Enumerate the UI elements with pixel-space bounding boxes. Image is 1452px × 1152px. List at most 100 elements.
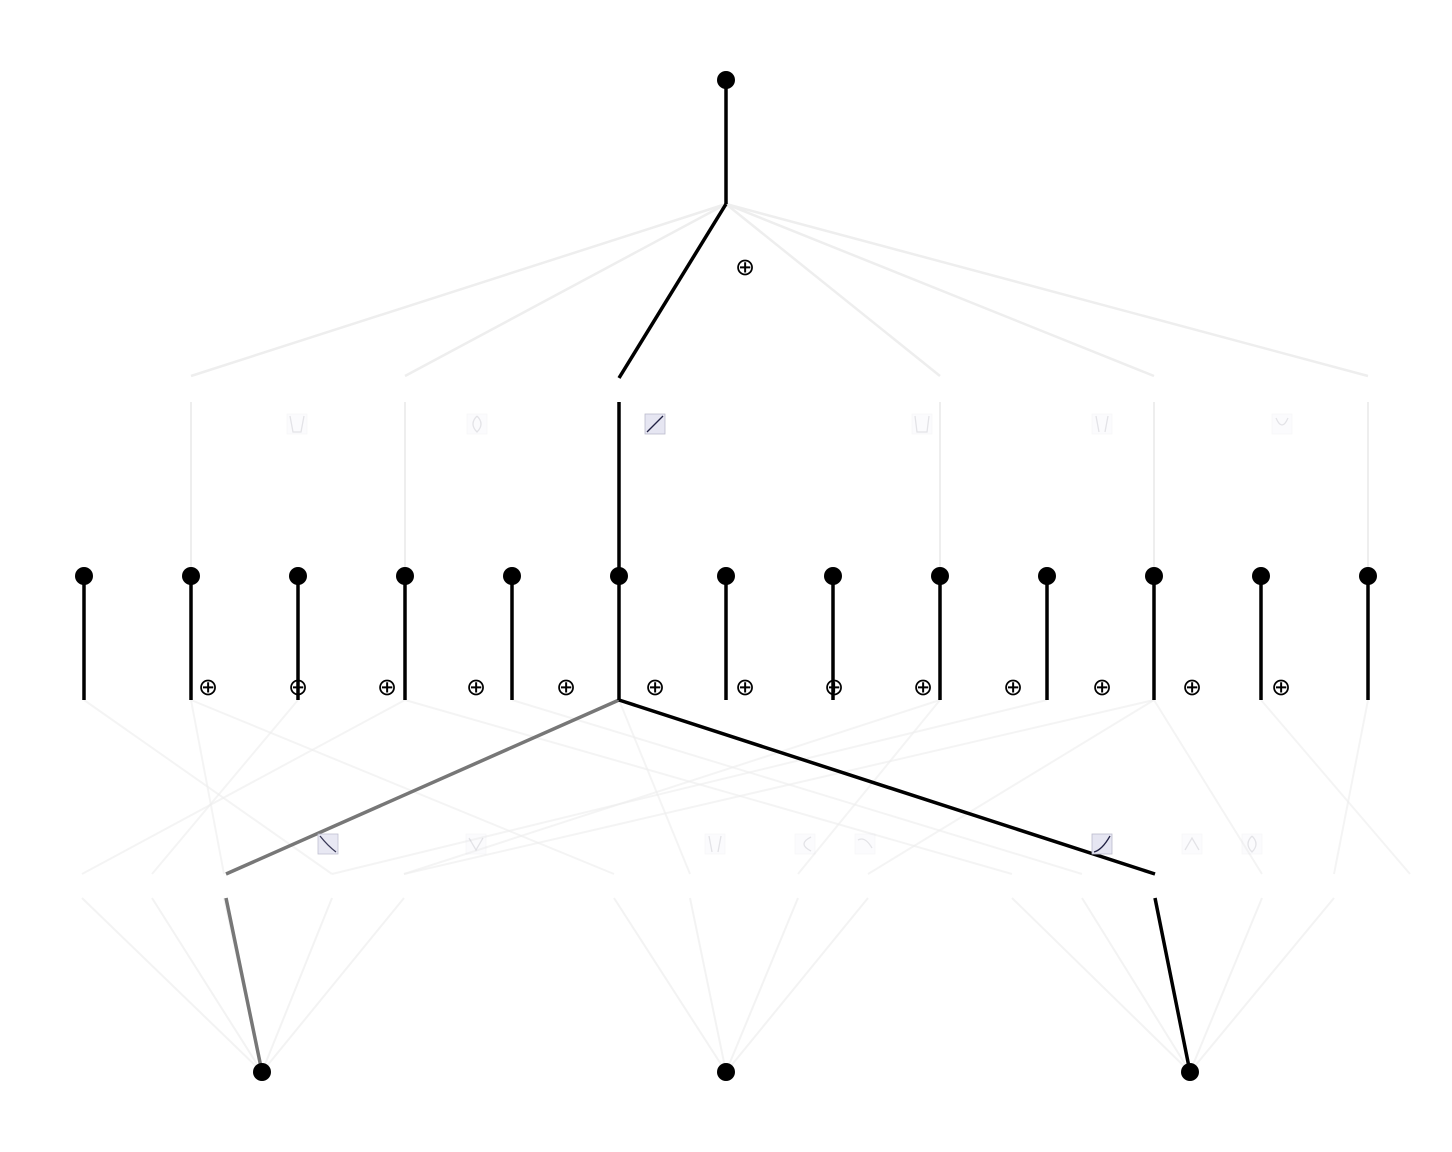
sum-symbol: ⊕ (377, 673, 397, 701)
activation-icon-frame (1091, 413, 1113, 435)
sum-symbol: ⊕ (466, 673, 486, 701)
activation-curve (468, 837, 484, 852)
faint-edge (1260, 699, 1411, 875)
activation-icon-frame (911, 413, 933, 435)
activation-curve (472, 415, 482, 433)
activation-curve (1095, 415, 1109, 433)
activation-curve (857, 838, 873, 849)
activation-icon-frame (794, 833, 816, 855)
faint-edge (81, 897, 263, 1073)
sum-symbols: ⊕⊕⊕⊕⊕⊕⊕⊕⊕⊕⊕⊕⊕⊕ (198, 253, 1291, 701)
faint-edge (190, 202, 727, 378)
output-node (717, 71, 735, 89)
faint-edge (1011, 897, 1191, 1073)
sum-symbol: ⊕ (1271, 673, 1291, 701)
hidden-node (1038, 567, 1056, 585)
faint-edge (190, 699, 615, 875)
faint-edge (83, 699, 333, 875)
activation-curve (914, 415, 930, 433)
hidden-node (1145, 567, 1163, 585)
activation-icon-frame (854, 833, 876, 855)
activation-icon (286, 413, 308, 435)
faint-edge (867, 699, 1155, 875)
activation-curve (803, 836, 812, 852)
edge-input1-hidden (224, 897, 264, 1073)
activation-icon-increasing (644, 413, 666, 435)
edge-input3-hidden (618, 698, 1156, 876)
activation-icons (286, 413, 1293, 855)
sum-symbol: ⊕ (1182, 673, 1202, 701)
faint-edge (613, 897, 727, 1073)
sum-symbol: ⊕ (1003, 673, 1023, 701)
sum-symbol: ⊕ (198, 673, 218, 701)
activation-icon-frame (1091, 833, 1113, 855)
faint-edges (81, 202, 1411, 1073)
faint-edge (725, 897, 869, 1073)
activation-curve (646, 415, 664, 433)
faint-edge (404, 202, 727, 378)
faint-edge (1081, 897, 1191, 1073)
hidden-node (931, 567, 949, 585)
activation-icon-frame (704, 833, 726, 855)
activation-icon (794, 833, 816, 855)
activation-curve (708, 835, 722, 853)
activation-icon-frame (1241, 833, 1263, 855)
activation-curve (1184, 836, 1200, 851)
activation-curve (1275, 417, 1289, 426)
faint-edge (511, 699, 1083, 875)
faint-edge (151, 699, 299, 875)
faint-edge (1153, 699, 1263, 875)
nodes (75, 71, 1377, 1081)
activation-icon (704, 833, 726, 855)
hidden-node (289, 567, 307, 585)
activation-icon-decreasing (317, 833, 339, 855)
input-node (253, 1063, 271, 1081)
faint-edge (261, 897, 333, 1073)
faint-edge (689, 897, 727, 1073)
edge-hidden-output (617, 203, 728, 379)
hidden-node (182, 567, 200, 585)
sum-symbol: ⊕ (913, 673, 933, 701)
sum-symbol: ⊕ (556, 673, 576, 701)
activation-curve (319, 835, 337, 853)
activation-curve (1093, 835, 1111, 853)
faint-edge (725, 202, 1155, 378)
hidden-node (1359, 567, 1377, 585)
faint-edge (1333, 699, 1369, 875)
faint-edge (81, 699, 406, 875)
activation-curve (1247, 835, 1257, 853)
activation-icon-frame (1181, 833, 1203, 855)
input-node (717, 1063, 735, 1081)
faint-edge (331, 699, 1048, 875)
hidden-node (503, 567, 521, 585)
activation-icon (1091, 413, 1113, 435)
faint-edge (725, 202, 1369, 378)
faint-edge (797, 699, 941, 875)
activation-icon (911, 413, 933, 435)
faint-edge (261, 897, 405, 1073)
activation-icon (1241, 833, 1263, 855)
faint-edge (1189, 897, 1263, 1073)
faint-edge (404, 699, 1013, 875)
faint-edge (403, 699, 1155, 875)
faint-edge (725, 203, 941, 377)
activation-icon-frame (465, 833, 487, 855)
activation-icon-frame (286, 413, 308, 435)
activation-icon-frame (466, 413, 488, 435)
edge-input1-hidden (225, 698, 620, 876)
activation-curve (289, 415, 305, 433)
sum-symbol: ⊕ (824, 673, 844, 701)
sum-symbol: ⊕ (735, 253, 755, 281)
activation-icon (1271, 413, 1293, 435)
faint-edge (725, 897, 799, 1073)
activation-icon (466, 413, 488, 435)
edge-input3-hidden (1153, 897, 1192, 1073)
activation-icon (1181, 833, 1203, 855)
sum-symbol: ⊕ (1092, 673, 1112, 701)
hidden-node (1252, 567, 1270, 585)
faint-edge (151, 897, 263, 1073)
hidden-node (717, 567, 735, 585)
faint-edge (618, 699, 691, 875)
activation-icon (465, 833, 487, 855)
